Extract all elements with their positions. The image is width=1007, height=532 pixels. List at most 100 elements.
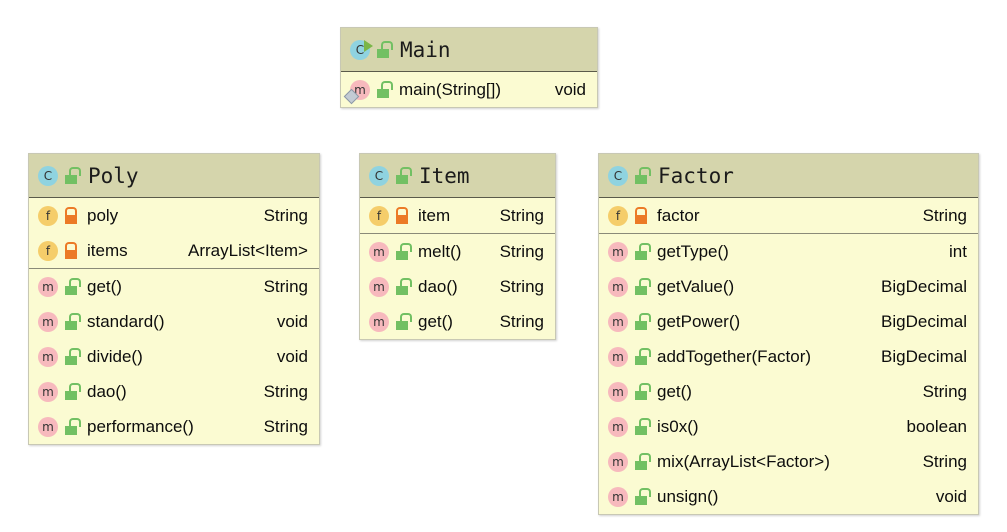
field-icon: f — [38, 240, 58, 261]
method-name: unsign() — [657, 486, 719, 506]
class-header[interactable]: C Main — [341, 28, 597, 72]
public-unlocked-icon — [395, 166, 412, 184]
method-name: mix(ArrayList<Factor>) — [657, 451, 830, 471]
method-return-type: void — [935, 486, 967, 506]
public-unlocked-icon — [634, 347, 651, 365]
method-icon: m — [38, 276, 58, 297]
method-return-type: String — [499, 311, 544, 331]
method-icon: m — [608, 241, 628, 262]
method-row[interactable]: m standard() void — [29, 304, 319, 339]
field-name: items — [87, 240, 128, 260]
method-return-type: BigDecimal — [881, 276, 967, 296]
class-icon: C — [608, 165, 628, 186]
public-unlocked-icon — [395, 277, 412, 295]
method-return-type: String — [263, 416, 308, 436]
public-unlocked-icon — [376, 40, 393, 58]
method-icon: m — [38, 311, 58, 332]
uml-class-main[interactable]: C Main m main(String[]) void — [340, 27, 598, 108]
method-icon: m — [38, 346, 58, 367]
field-name: factor — [657, 205, 700, 225]
class-icon: C — [350, 39, 373, 60]
method-row[interactable]: m get() String — [360, 304, 555, 339]
method-return-type: String — [263, 276, 308, 296]
method-name: getPower() — [657, 311, 741, 331]
method-name: melt() — [418, 241, 462, 261]
method-return-type: int — [949, 241, 967, 261]
field-type: String — [263, 205, 308, 225]
method-name: addTogether(Factor) — [657, 346, 812, 366]
class-header[interactable]: C Factor — [599, 154, 978, 198]
public-unlocked-icon — [395, 312, 412, 330]
method-name: get() — [418, 311, 453, 331]
run-arrow-icon — [364, 39, 373, 52]
public-unlocked-icon — [634, 452, 651, 470]
field-icon: f — [38, 205, 58, 226]
method-return-type: String — [263, 381, 308, 401]
class-title: Factor — [658, 163, 734, 188]
method-row[interactable]: m unsign() void — [599, 479, 978, 514]
method-icon: m — [608, 311, 628, 332]
method-name: main(String[]) — [399, 79, 502, 99]
public-unlocked-icon — [64, 312, 81, 330]
public-unlocked-icon — [64, 347, 81, 365]
method-name: performance() — [87, 416, 194, 436]
method-name: dao() — [418, 276, 458, 296]
method-icon: m — [608, 416, 628, 437]
method-name: is0x() — [657, 416, 699, 436]
method-return-type: String — [922, 381, 967, 401]
method-return-type: void — [554, 79, 586, 99]
field-type: String — [922, 205, 967, 225]
class-title: Main — [400, 37, 451, 62]
methods-section: m main(String[]) void — [341, 72, 597, 107]
method-return-type: BigDecimal — [881, 346, 967, 366]
public-unlocked-icon — [634, 487, 651, 505]
method-icon: m — [343, 79, 370, 104]
method-return-type: boolean — [906, 416, 967, 436]
method-icon: m — [369, 311, 389, 332]
method-icon: m — [608, 486, 628, 507]
method-return-type: void — [276, 311, 308, 331]
private-locked-icon — [64, 241, 78, 259]
method-name: standard() — [87, 311, 165, 331]
public-unlocked-icon — [376, 80, 393, 98]
public-unlocked-icon — [64, 417, 81, 435]
public-unlocked-icon — [64, 382, 81, 400]
method-return-type: String — [922, 451, 967, 471]
method-name: get() — [87, 276, 122, 296]
public-unlocked-icon — [64, 166, 81, 184]
method-icon: m — [38, 381, 58, 402]
method-row[interactable]: m is0x() boolean — [599, 409, 978, 444]
class-title: Poly — [88, 163, 139, 188]
public-unlocked-icon — [395, 242, 412, 260]
private-locked-icon — [64, 206, 78, 224]
method-return-type: String — [499, 241, 544, 261]
method-name: divide() — [87, 346, 143, 366]
public-unlocked-icon — [64, 277, 81, 295]
field-type: String — [499, 205, 544, 225]
method-row[interactable]: m get() String — [29, 269, 319, 304]
method-row[interactable]: m main(String[]) void — [341, 72, 597, 107]
